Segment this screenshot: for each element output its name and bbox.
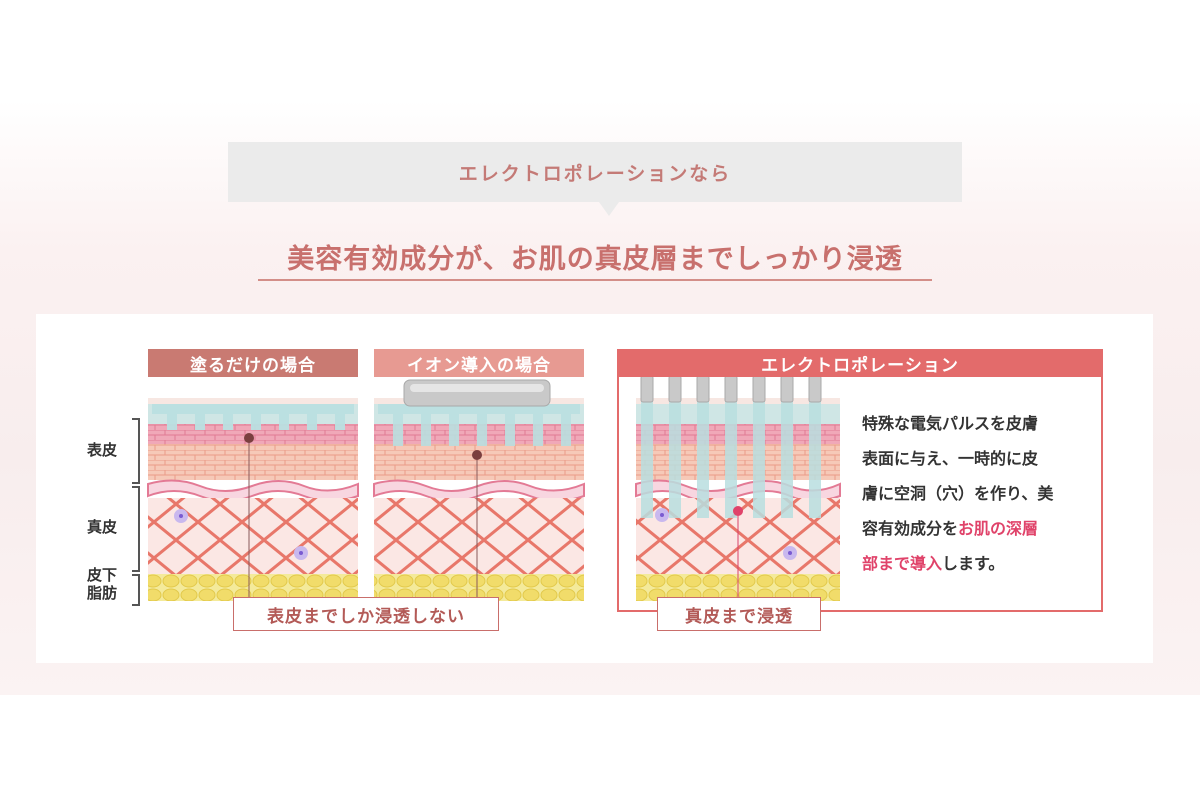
desc-line-5-highlight: 部まで導入	[862, 554, 943, 573]
desc-line-4: 容有効成分をお肌の深層	[862, 511, 1102, 546]
desc-line-5: 部まで導入します。	[862, 546, 1102, 581]
desc-line-4-highlight: お肌の深層	[958, 519, 1039, 538]
pane1-skin	[147, 398, 359, 601]
pane-label-topical-text: 塗るだけの場合	[190, 355, 316, 376]
label-subcutaneous: 皮下 脂肪	[82, 566, 122, 602]
pane2-skin	[373, 379, 585, 601]
bubble-tail	[599, 202, 619, 216]
headline-underline	[258, 279, 932, 281]
desc-line-3: 膚に空洞（穴）を作り、美	[862, 484, 1054, 503]
bracket-dermis	[132, 486, 140, 572]
pane-label-electroporation-text: エレクトロポレーション	[761, 355, 959, 376]
bracket-subcutaneous	[132, 574, 140, 606]
pane-label-topical: 塗るだけの場合	[148, 349, 358, 377]
label-subcutaneous-1: 皮下	[86, 566, 117, 584]
desc-line-2: 表面に与え、一時的に皮	[862, 449, 1039, 468]
note-deep-text: 真皮まで浸透	[685, 606, 793, 627]
pane3-skin	[635, 375, 841, 601]
note-deep: 真皮まで浸透	[657, 597, 821, 631]
label-dermis: 真皮	[86, 518, 117, 536]
desc-line-4-pre: 容有効成分を	[862, 519, 959, 538]
pane-label-electroporation: エレクトロポレーション	[617, 349, 1103, 377]
intro-bubble: エレクトロポレーションなら	[228, 142, 962, 202]
intro-bubble-text: エレクトロポレーションなら	[458, 162, 732, 185]
headline: 美容有効成分が、お肌の真皮層までしっかり浸透	[287, 244, 903, 275]
pane-label-iontophoresis: イオン導入の場合	[374, 349, 584, 377]
desc-line-1: 特殊な電気パルスを皮膚	[862, 414, 1039, 433]
note-shallow: 表皮までしか浸透しない	[233, 597, 499, 631]
note-shallow-text: 表皮までしか浸透しない	[267, 606, 465, 627]
bracket-epidermis	[132, 418, 140, 484]
label-subcutaneous-2: 脂肪	[86, 584, 117, 602]
pane-label-iontophoresis-text: イオン導入の場合	[407, 355, 551, 376]
label-epidermis: 表皮	[86, 441, 117, 459]
desc-line-5-post: します。	[942, 554, 1005, 573]
electroporation-description: 特殊な電気パルスを皮膚 表面に与え、一時的に皮 膚に空洞（穴）を作り、美 容有効…	[862, 406, 1102, 581]
